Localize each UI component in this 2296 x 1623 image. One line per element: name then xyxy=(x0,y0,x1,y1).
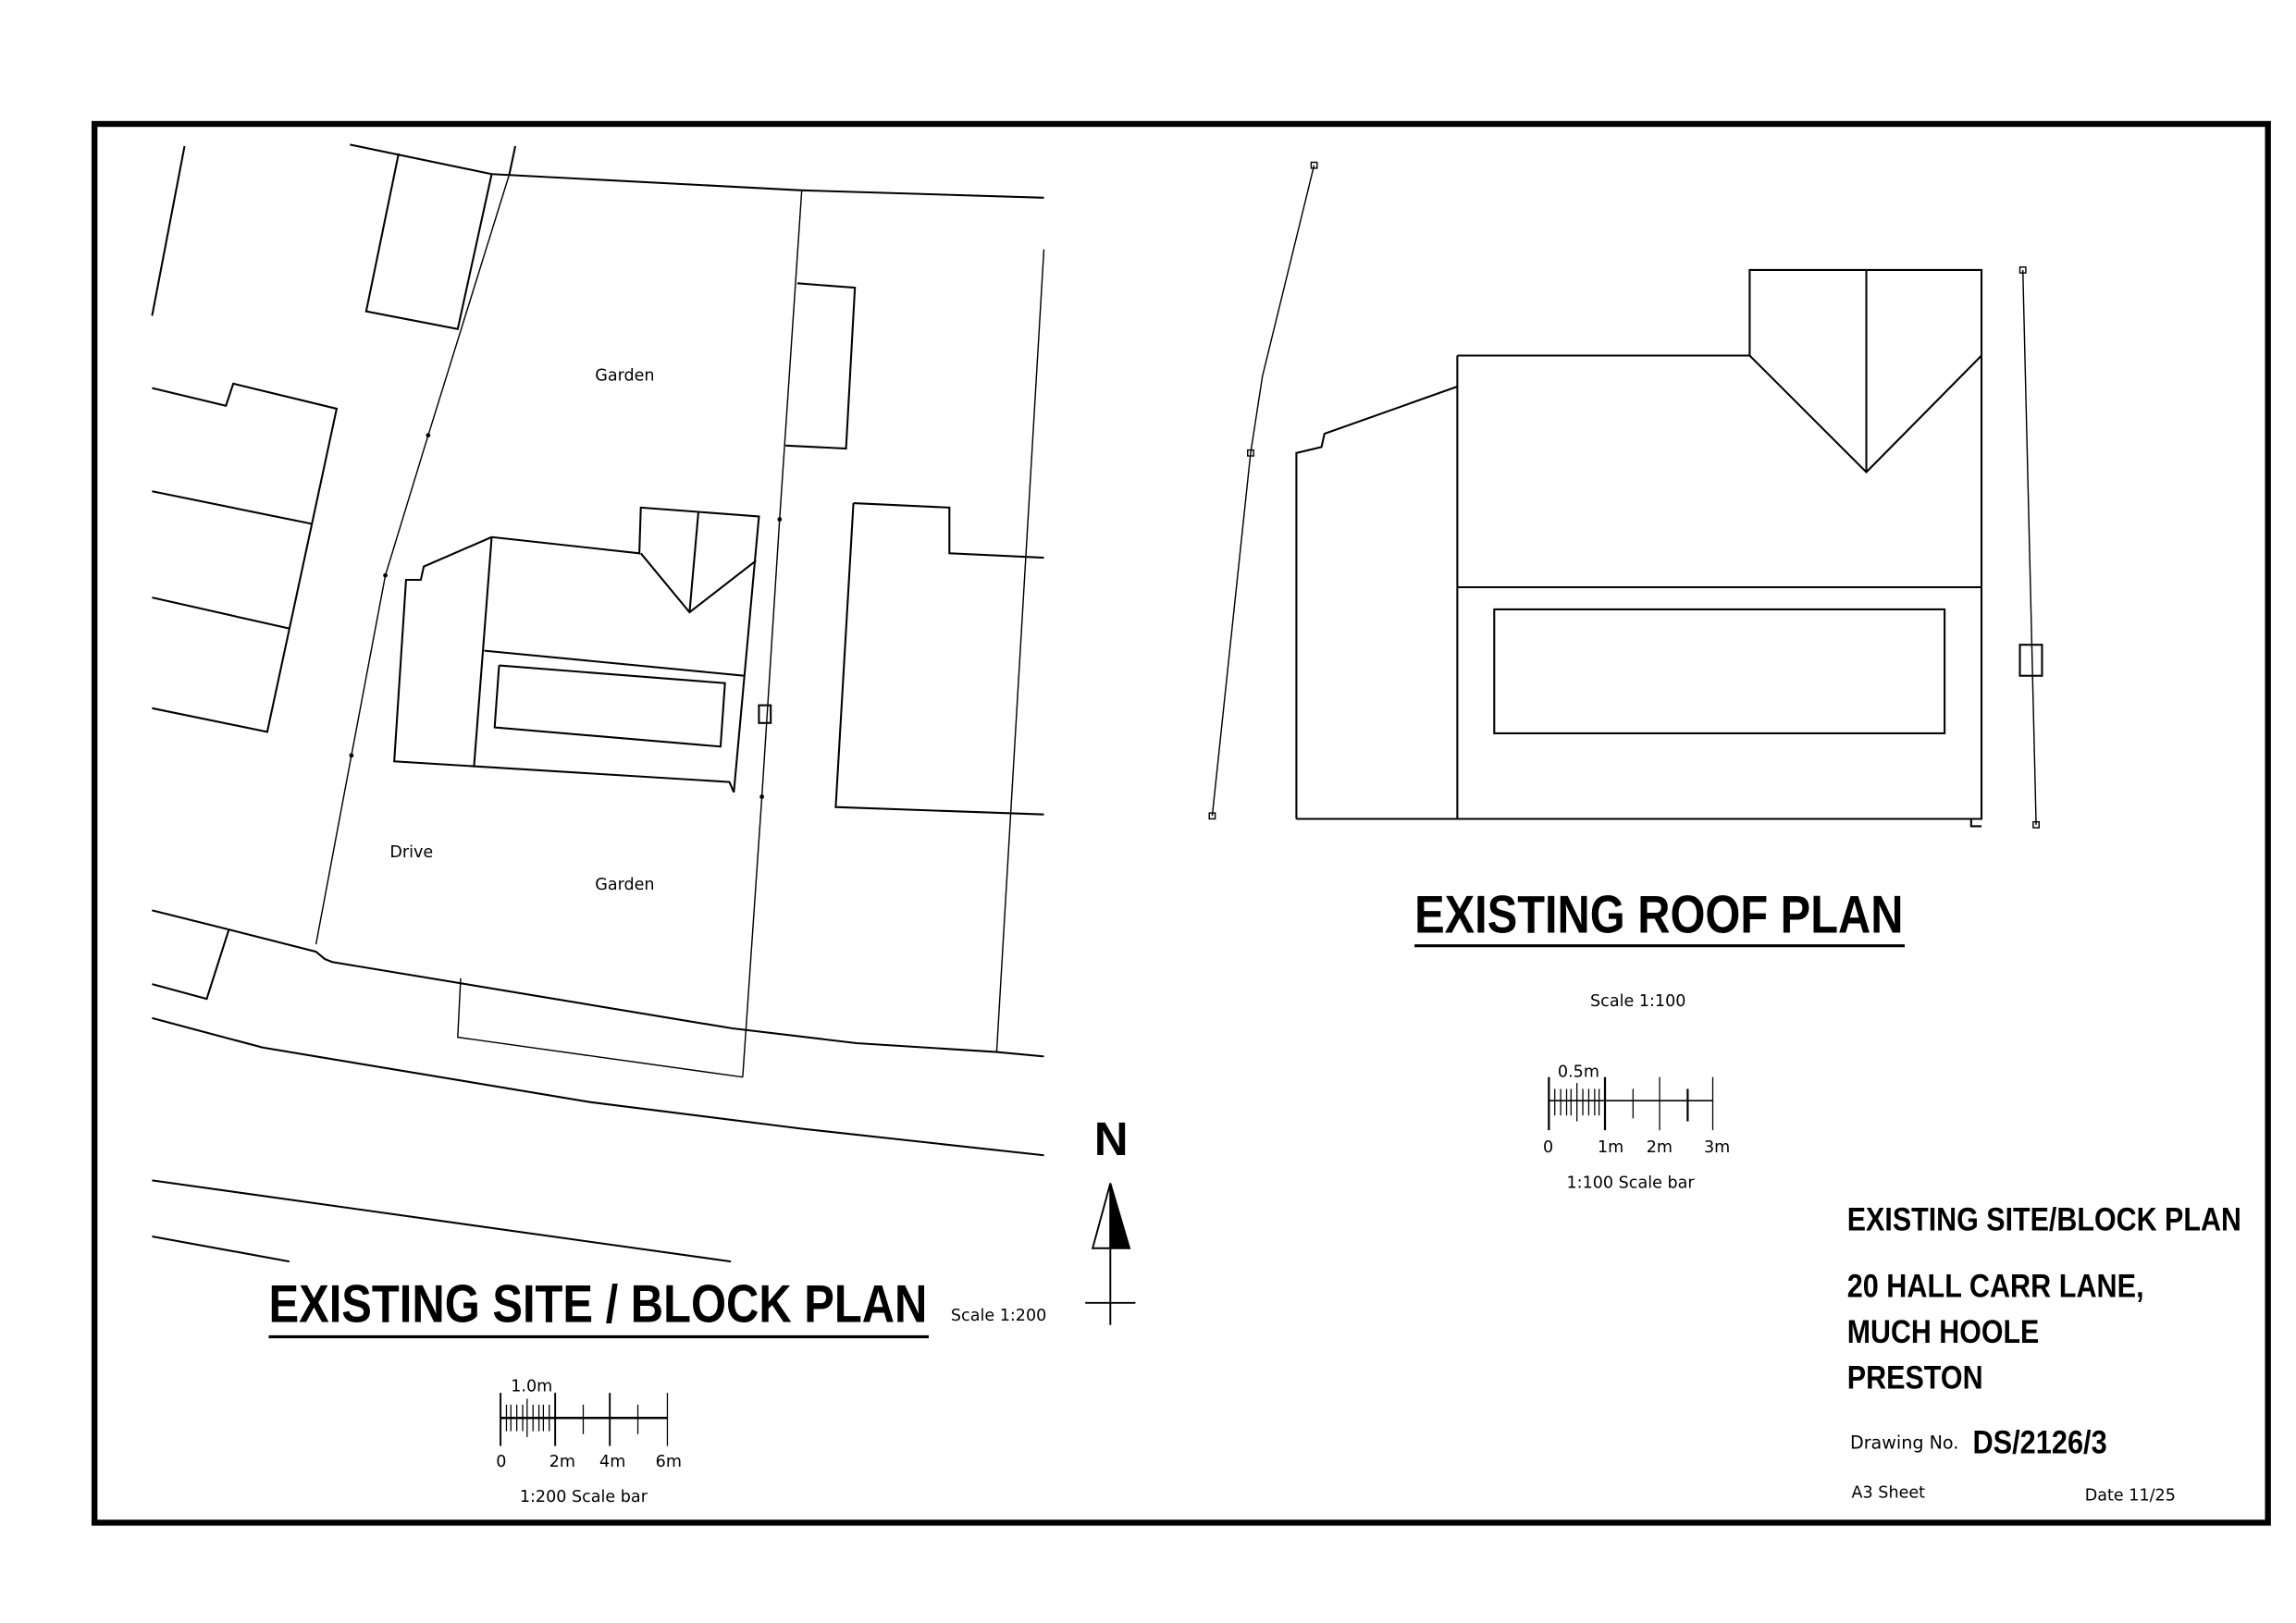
site-scale-tick-6m: 6m xyxy=(656,1453,682,1471)
roof-scale-tick-0: 0 xyxy=(1543,1138,1553,1157)
roof-scale-bar xyxy=(1548,1076,1714,1131)
garden-rear-label: Garden xyxy=(595,367,654,386)
address-line-3: PRESTON xyxy=(1847,1359,1983,1396)
sheet-border xyxy=(91,120,2271,1526)
roof-scale-caption: 1:100 Scale bar xyxy=(1567,1174,1696,1192)
title-block: EXISTING SITE/BLOCK PLAN 20 HALL CARR LA… xyxy=(1847,1202,2241,1506)
site-scale-tick-0: 0 xyxy=(496,1453,506,1471)
north-arrow-icon xyxy=(1085,1183,1136,1325)
roof-scale-tick-3m: 3m xyxy=(1704,1138,1730,1157)
roof-plan-scale-label: Scale 1:100 xyxy=(1590,992,1685,1011)
north-label: N xyxy=(1094,1113,1129,1165)
site-scale-sub-label: 1.0m xyxy=(511,1378,552,1396)
site-scale-tick-2m: 2m xyxy=(549,1453,575,1471)
site-plan-scale-label: Scale 1:200 xyxy=(951,1307,1046,1325)
sheet-size: A3 Sheet xyxy=(1852,1483,1926,1502)
roof-scale-tick-2m: 2m xyxy=(1647,1138,1673,1157)
drawing-number: DS/2126/3 xyxy=(1972,1425,2106,1461)
drawing-title: EXISTING SITE/BLOCK PLAN xyxy=(1847,1202,2241,1238)
drawing-date: Date 11/25 xyxy=(2085,1487,2176,1506)
roof-scale-tick-1m: 1m xyxy=(1598,1138,1623,1157)
garden-front-label: Garden xyxy=(595,876,654,894)
address-line-1: 20 HALL CARR LANE, xyxy=(1847,1268,2144,1304)
site-scale-tick-4m: 4m xyxy=(599,1453,625,1471)
site-plan-drawing xyxy=(151,143,1045,1263)
roof-scale-sub-label: 0.5m xyxy=(1558,1064,1599,1082)
address-line-2: MUCH HOOLE xyxy=(1847,1314,2039,1350)
site-plan-title: EXISTING SITE / BLOCK PLAN xyxy=(268,1275,927,1334)
roof-plan-title: EXISTING ROOF PLAN xyxy=(1414,885,1903,944)
drawing-no-label: Drawing No. xyxy=(1850,1432,1958,1454)
roof-plan-drawing xyxy=(1208,161,2043,829)
site-scale-bar xyxy=(500,1393,669,1446)
drive-label: Drive xyxy=(389,843,433,862)
site-scale-caption: 1:200 Scale bar xyxy=(520,1488,648,1506)
